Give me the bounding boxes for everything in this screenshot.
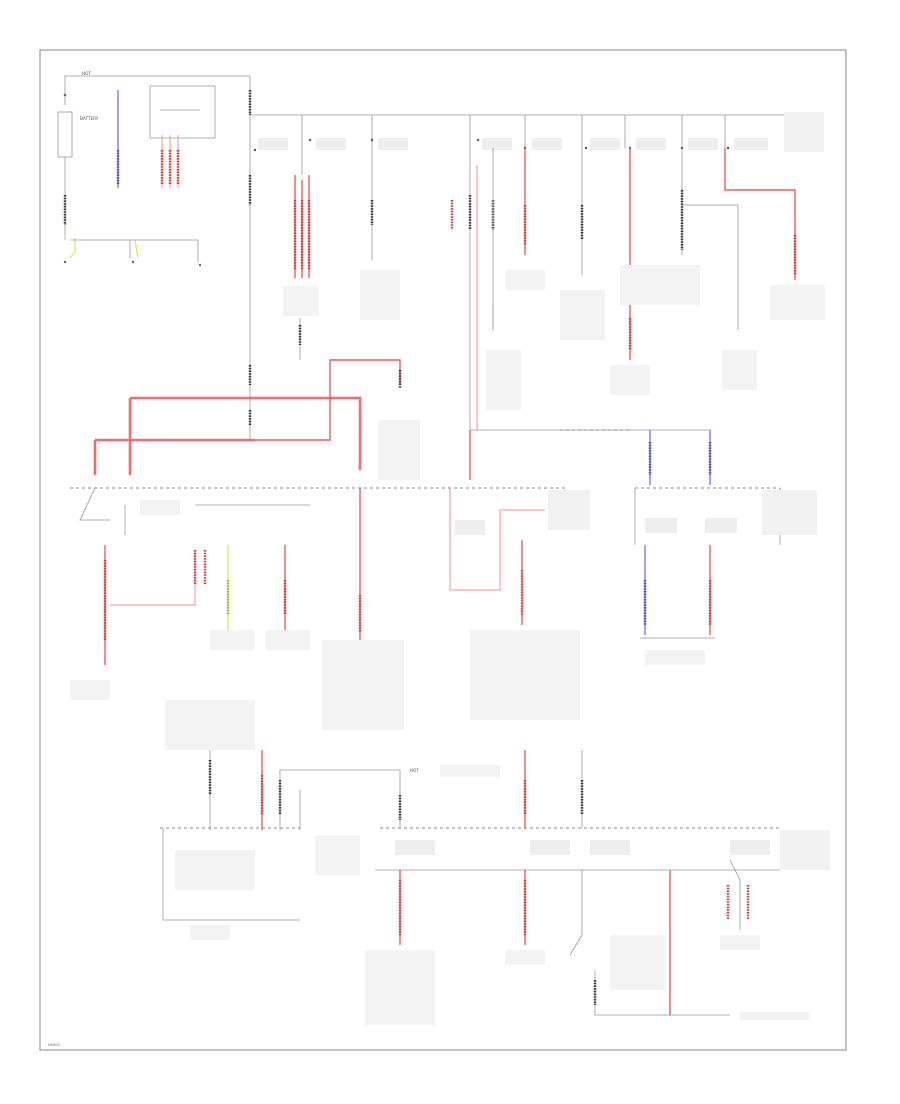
- battery-section: HOT BATTERY: [57, 71, 251, 267]
- hot-label: HOT: [82, 71, 91, 76]
- battery-label: BATTERY: [80, 116, 99, 121]
- top-bus: [248, 90, 824, 440]
- bottom-section: HOT: [160, 700, 830, 1025]
- bottom-hot-label: HOT: [410, 768, 419, 773]
- diagram-border: [39, 49, 847, 1051]
- middle-bus: [93, 359, 712, 485]
- middle-components: [70, 487, 817, 730]
- top-branches: [283, 148, 825, 430]
- footer-code: N0000: [48, 1043, 61, 1047]
